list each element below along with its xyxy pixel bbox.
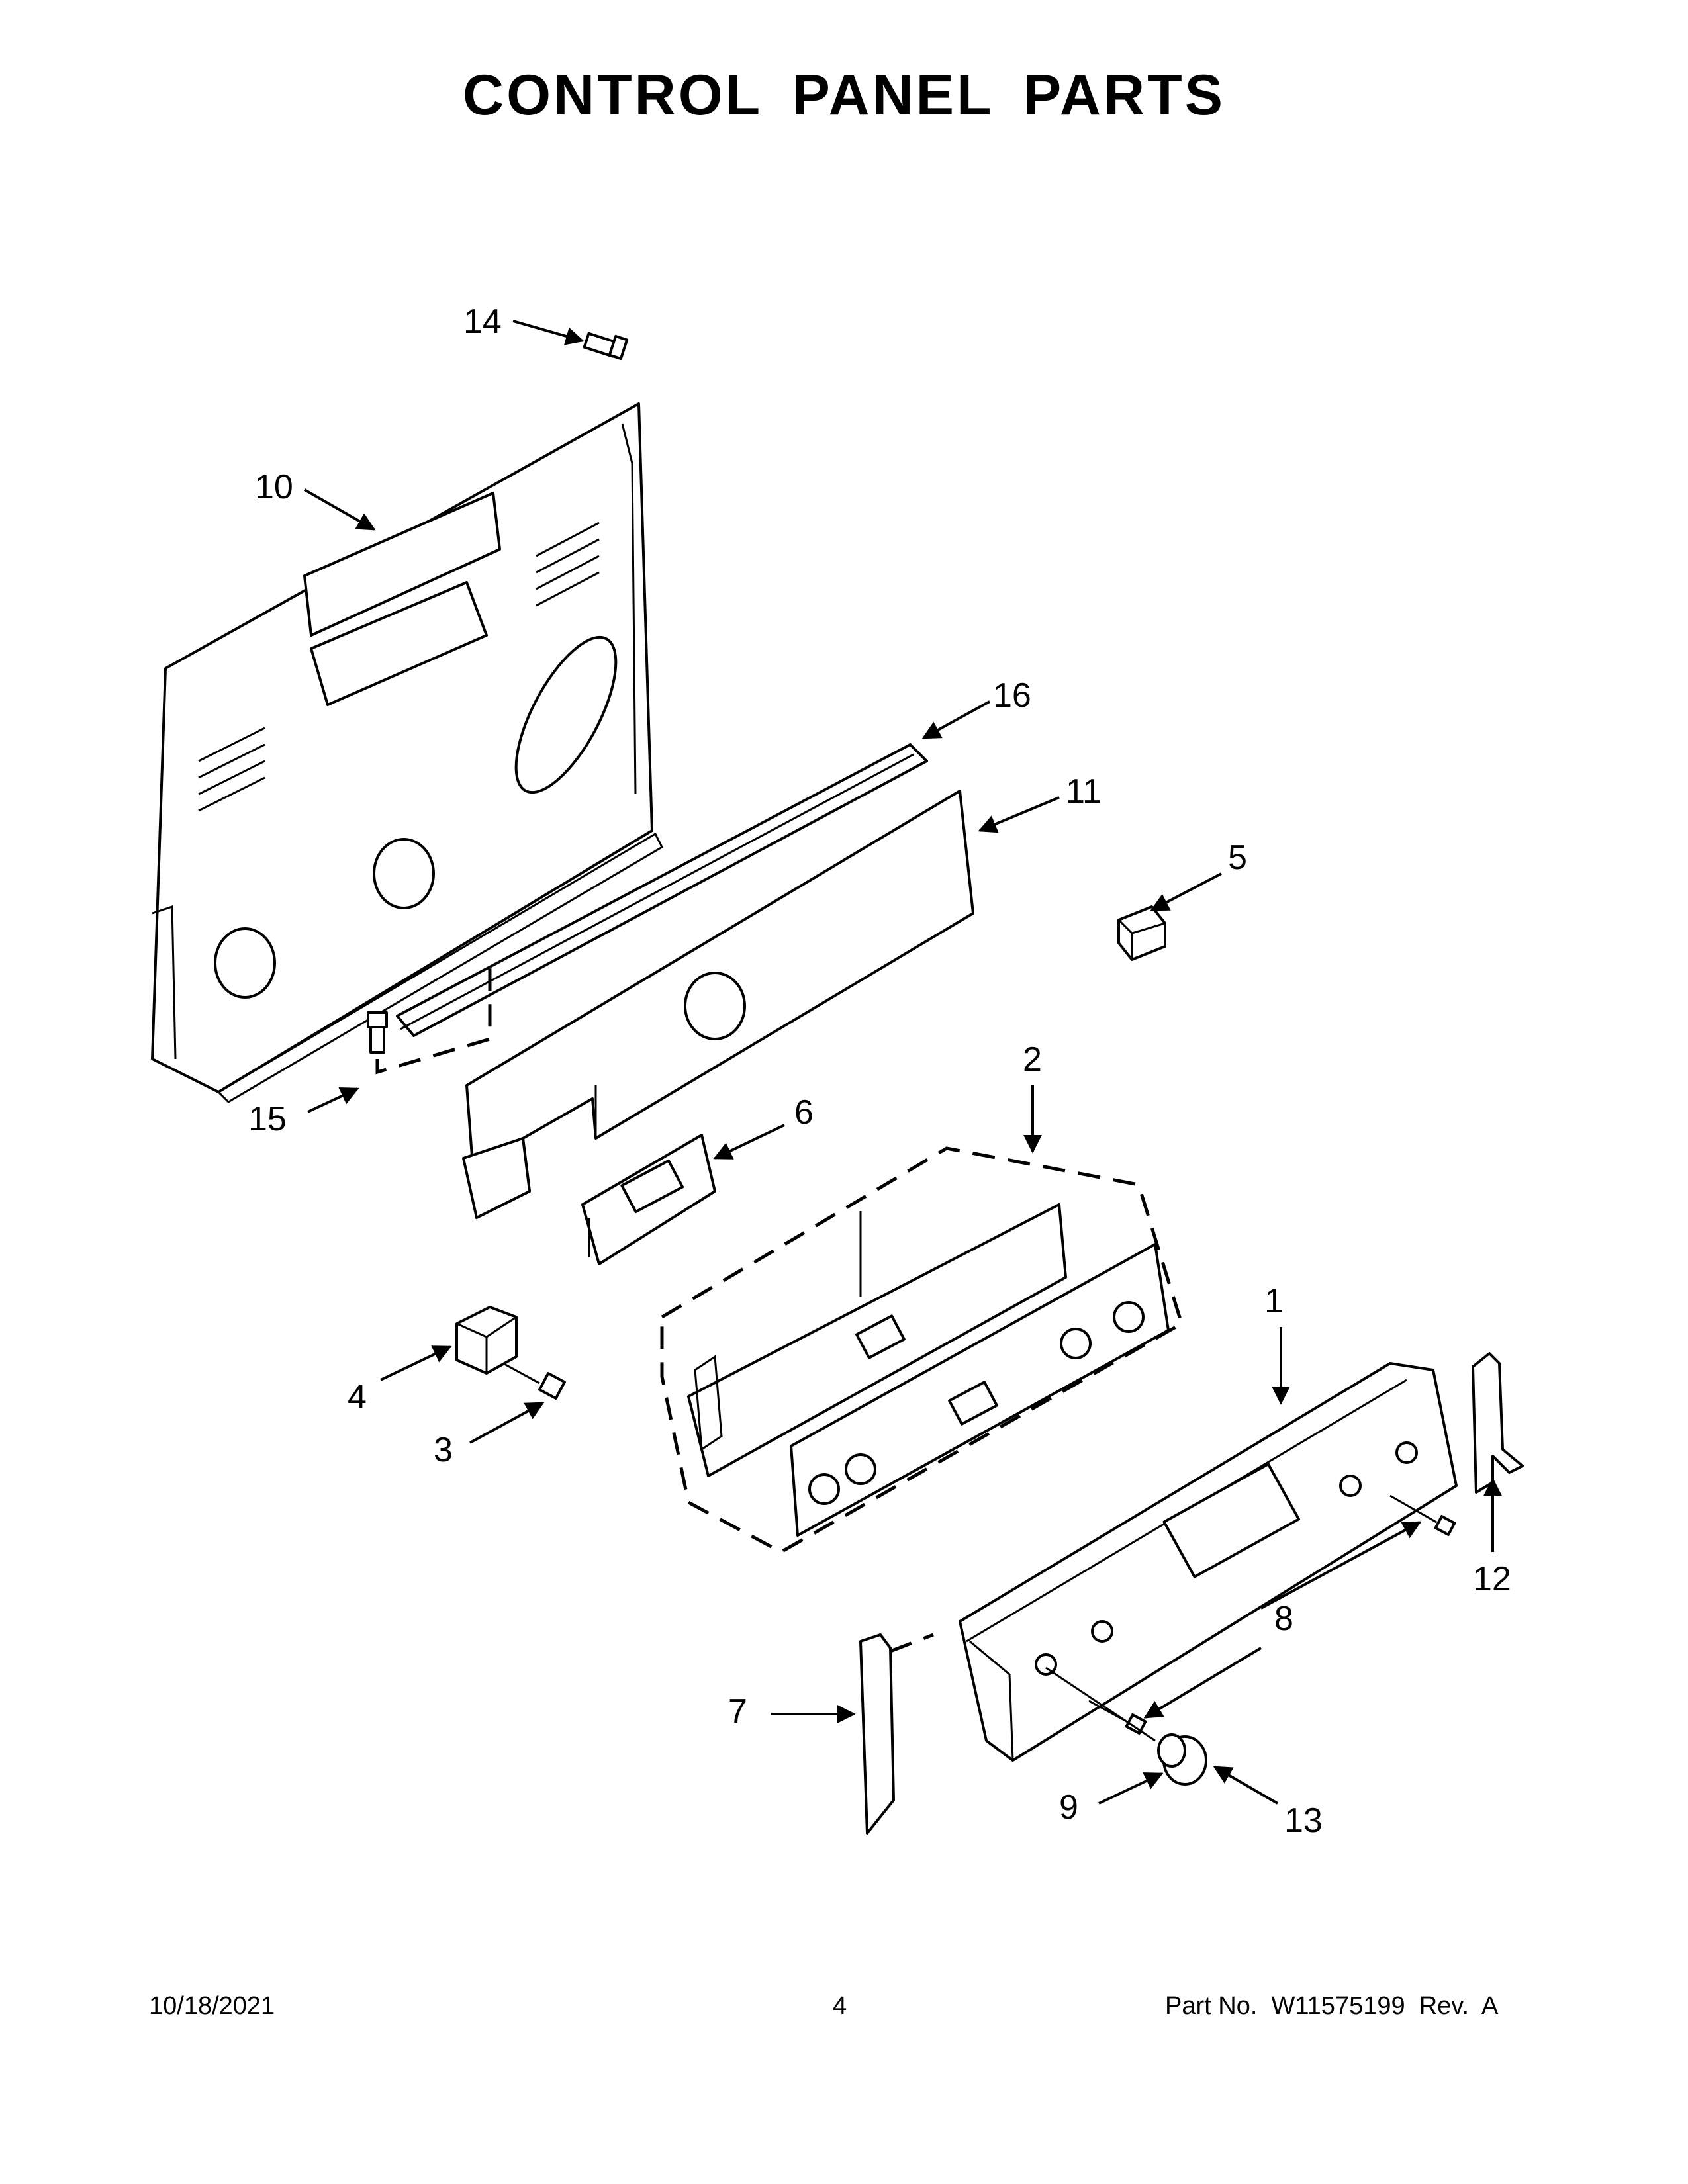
screw-14-part [583, 332, 629, 361]
callout-8: 8 [1274, 1600, 1293, 1638]
footer-page-number: 4 [833, 1992, 847, 2020]
callout-5: 5 [1228, 839, 1247, 877]
callout-11: 11 [1066, 772, 1102, 811]
callout-9: 9 [1059, 1788, 1078, 1827]
page-title: CONTROL PANEL PARTS [462, 64, 1226, 127]
leader-lines [304, 320, 1502, 1805]
callout-7: 7 [728, 1692, 747, 1731]
callout-15: 15 [248, 1100, 287, 1138]
screw-15-part [367, 1011, 388, 1054]
callout-13: 13 [1284, 1801, 1323, 1840]
screw-3-part [502, 1362, 566, 1400]
callout-4: 4 [348, 1378, 367, 1416]
callout-16: 16 [993, 676, 1031, 715]
callout-12: 12 [1473, 1560, 1511, 1598]
callout-2: 2 [1023, 1040, 1042, 1079]
footer-date: 10/18/2021 [149, 1992, 275, 2020]
callout-10: 10 [255, 468, 293, 506]
end-cap-7-part [859, 1633, 934, 1835]
switch-5-part [1117, 905, 1166, 961]
bracket-part [462, 790, 974, 1219]
knob-13-part [1045, 1666, 1207, 1786]
control-board-6-part [581, 1134, 716, 1265]
end-cap-12-part [1472, 1352, 1524, 1494]
callout-14: 14 [463, 302, 502, 341]
switch-4-part [455, 1306, 518, 1375]
brace-strip-part [396, 743, 928, 1037]
callout-1: 1 [1264, 1282, 1284, 1320]
console-assembly-dash-outline [660, 1146, 1184, 1554]
callout-3: 3 [434, 1431, 453, 1469]
callout-6: 6 [794, 1093, 814, 1132]
screw-15-dash-line [375, 960, 492, 1075]
control-console-1-part [959, 1362, 1458, 1762]
console-assembly-2-part [687, 1203, 1170, 1537]
footer-part-number: Part No. W11575199 Rev. A [1165, 1992, 1499, 2020]
rear-panel-part [151, 402, 663, 1103]
